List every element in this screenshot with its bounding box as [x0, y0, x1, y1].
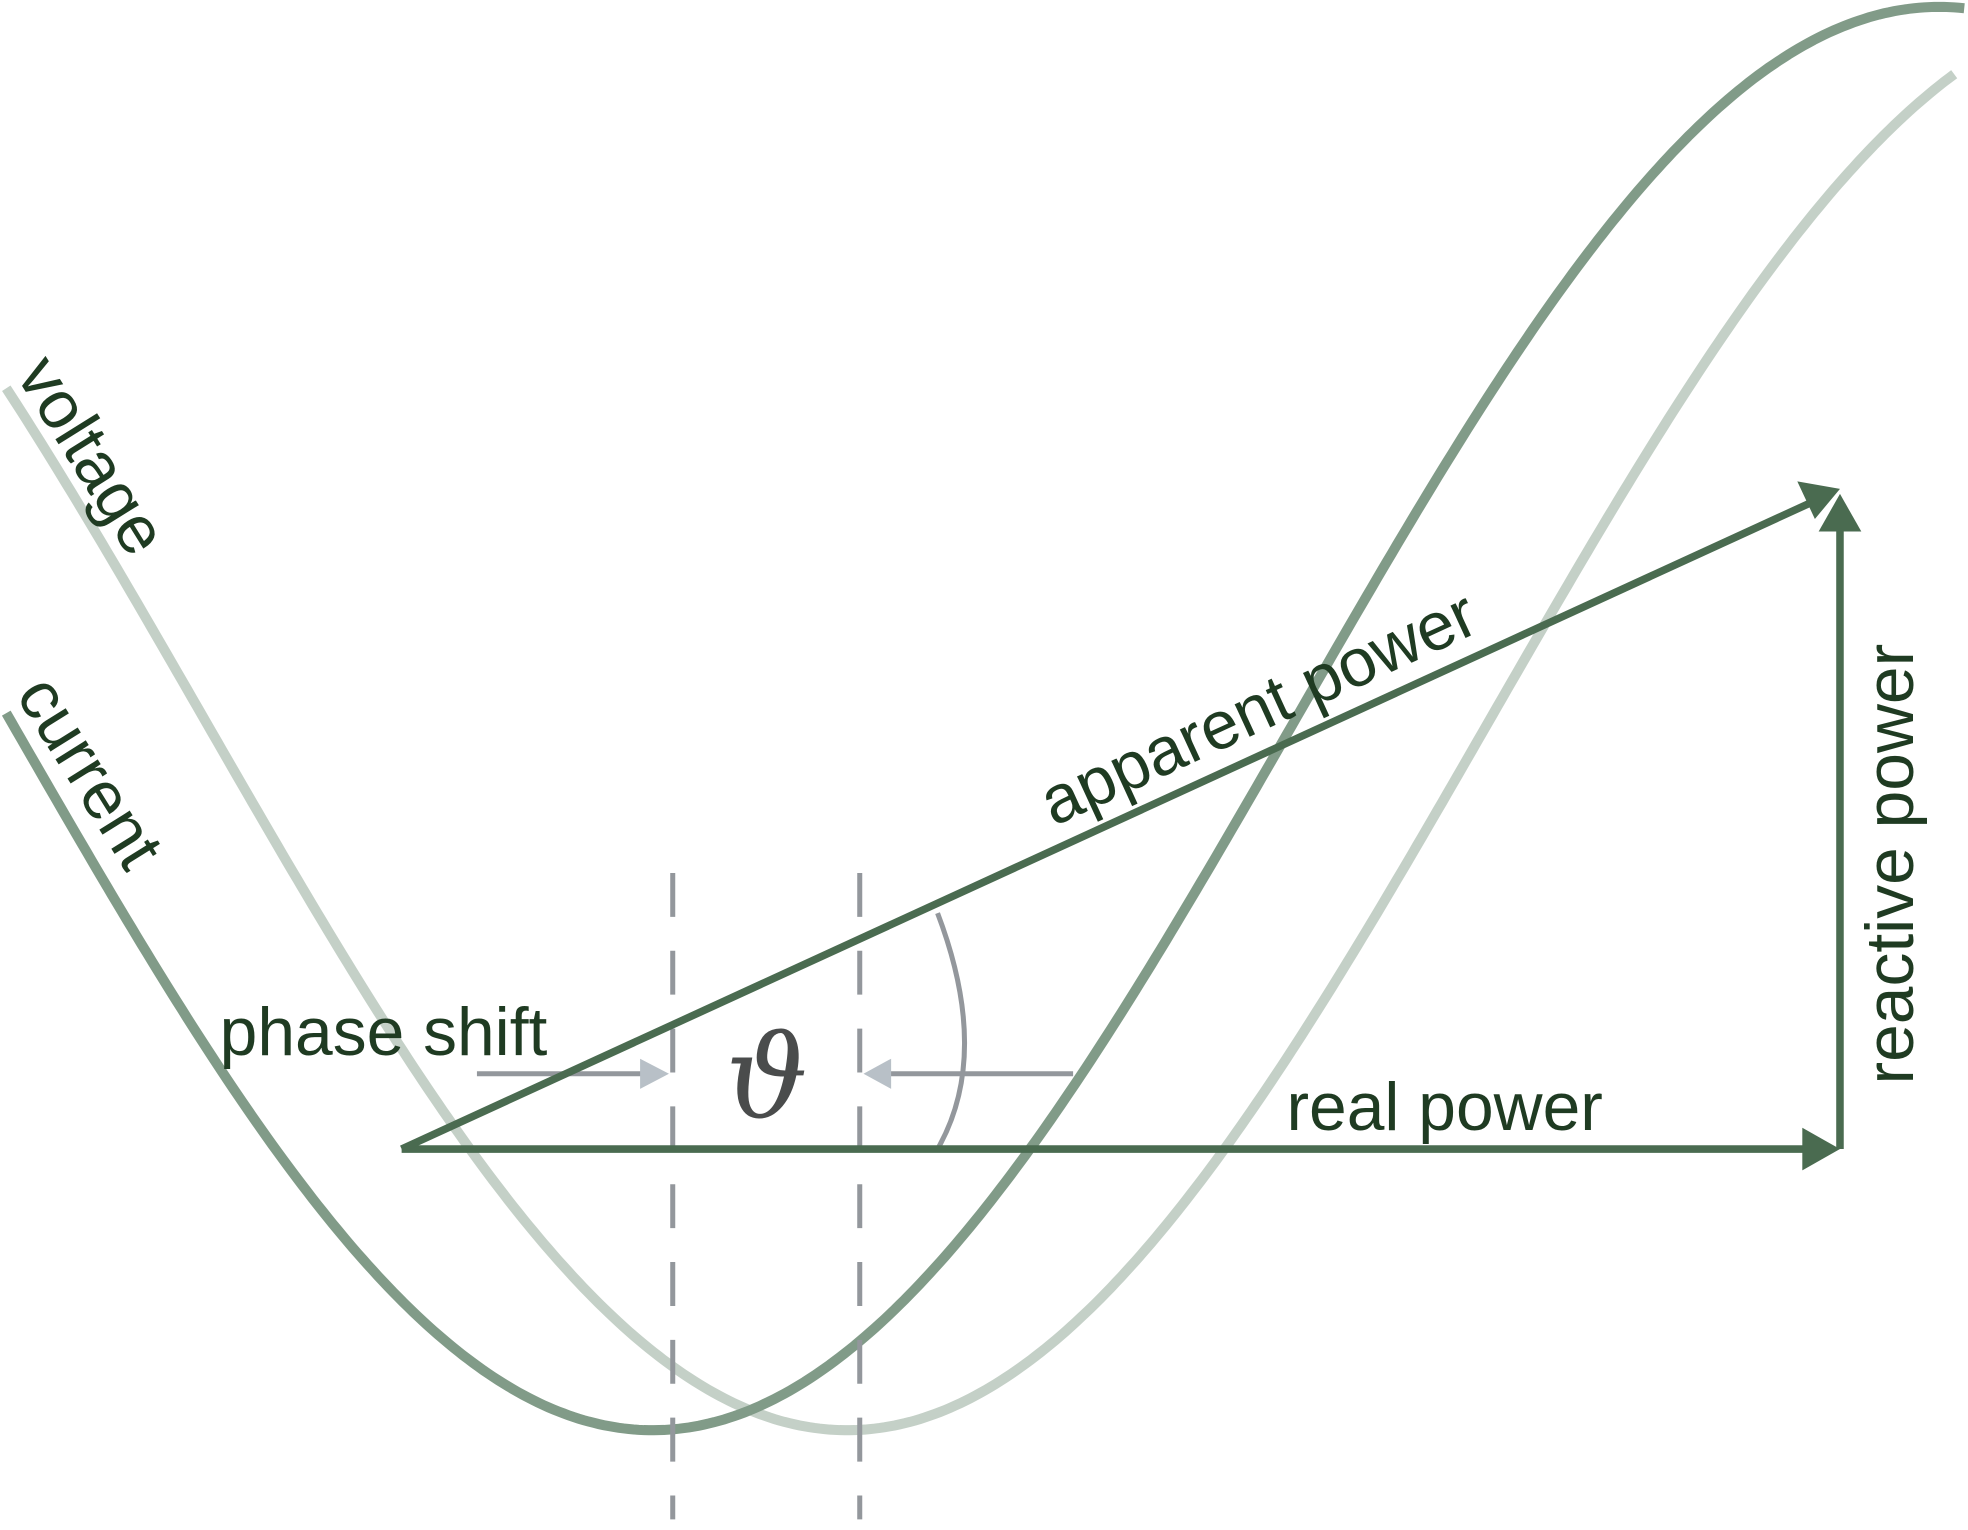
- phase-arrow-left-head: [640, 1058, 669, 1089]
- real-power-arrowhead: [1802, 1127, 1840, 1171]
- phase-angle-symbol: ϑ: [725, 1012, 808, 1146]
- reactive-power-arrowhead: [1818, 493, 1862, 532]
- real-power-label: real power: [1286, 1070, 1602, 1145]
- apparent-power-arrowhead: [1797, 481, 1840, 519]
- phase-arrow-right-head: [863, 1058, 892, 1089]
- angle-arc: [935, 912, 968, 1151]
- current-wave: [1, 1, 1965, 1436]
- voltage-wave: [2, 70, 1958, 1436]
- apparent-power-label: apparent power: [1029, 576, 1488, 840]
- apparent-power-vector: [400, 498, 1816, 1153]
- phase-shift-label: phase shift: [220, 995, 548, 1070]
- reactive-power-label: reactive power: [1853, 644, 1928, 1085]
